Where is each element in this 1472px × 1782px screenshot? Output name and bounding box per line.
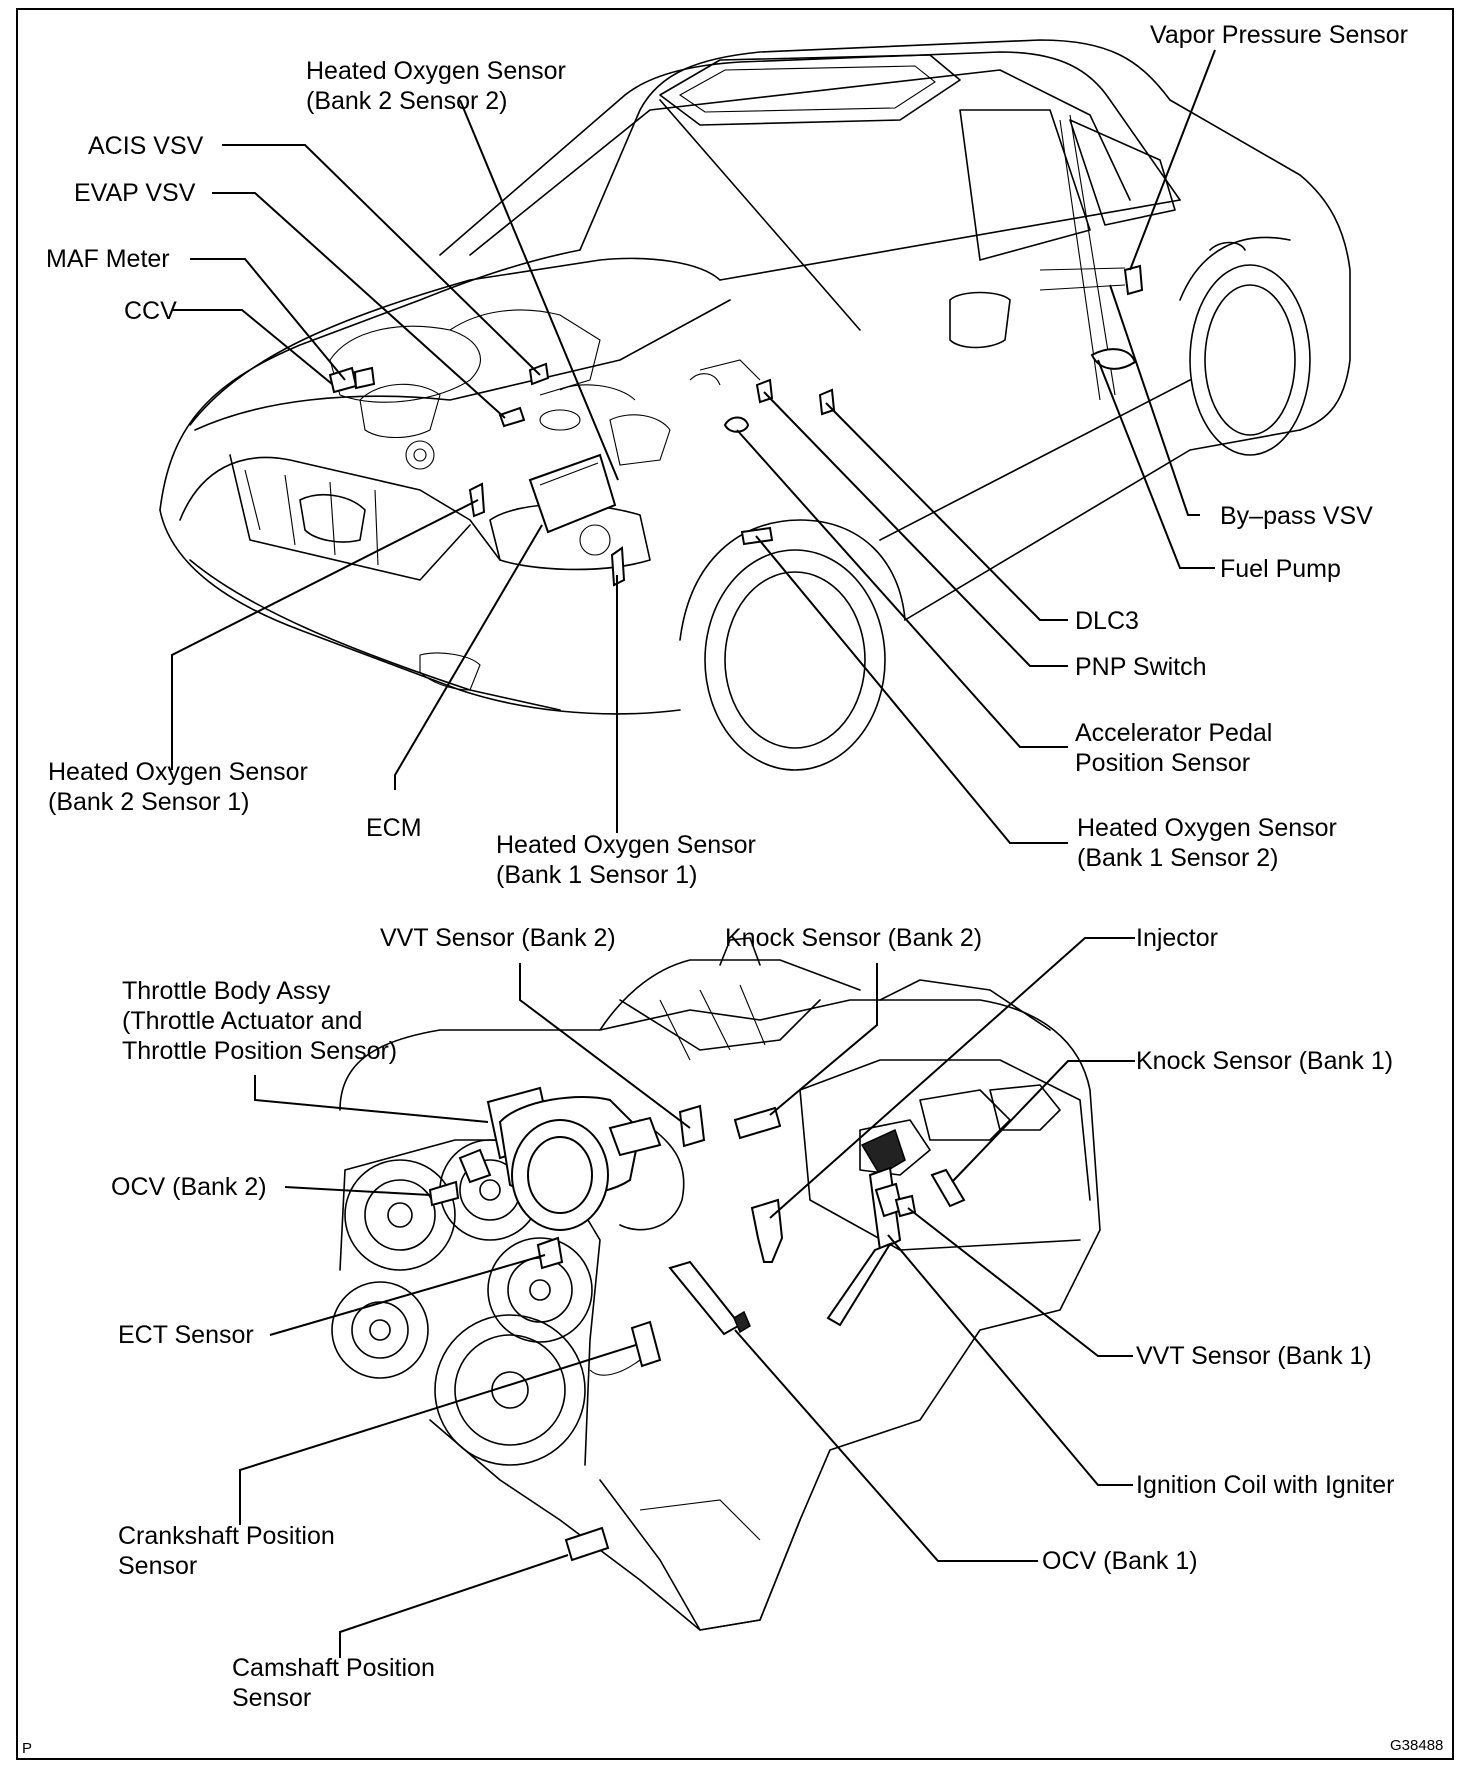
label-knock-sensor-bank2: Knock Sensor (Bank 2) xyxy=(725,924,983,952)
car-drawing xyxy=(159,39,1351,771)
label-vvt-sensor-bank2: VVT Sensor (Bank 2) xyxy=(380,924,616,952)
diagram-frame xyxy=(16,8,1454,1760)
label-acis-vsv: ACIS VSV xyxy=(88,132,204,160)
label-ccv: CCV xyxy=(124,297,177,325)
ecm-box xyxy=(528,453,617,534)
label-heated-oxygen-sensor-bank2-sensor1: Heated Oxygen Sensor (Bank 2 Sensor 1) xyxy=(48,758,308,816)
label-accelerator-pedal-position-sensor: Accelerator Pedal Position Sensor xyxy=(1075,719,1273,777)
label-heated-oxygen-sensor-bank1-sensor2: Heated Oxygen Sensor (Bank 1 Sensor 2) xyxy=(1077,814,1337,872)
figure-code: G38488 xyxy=(1390,1737,1444,1754)
label-heated-oxygen-sensor-bank1-sensor1: Heated Oxygen Sensor (Bank 1 Sensor 1) xyxy=(496,831,756,889)
label-ecm: ECM xyxy=(366,814,422,842)
label-camshaft-position-sensor: Camshaft Position Sensor xyxy=(232,1654,435,1712)
label-vapor-pressure-sensor: Vapor Pressure Sensor xyxy=(1150,21,1408,49)
label-knock-sensor-bank1: Knock Sensor (Bank 1) xyxy=(1136,1047,1394,1075)
label-pnp-switch: PNP Switch xyxy=(1075,653,1207,681)
label-evap-vsv: EVAP VSV xyxy=(74,179,196,207)
label-bypass-vsv: By–pass VSV xyxy=(1220,502,1373,530)
label-dlc3: DLC3 xyxy=(1075,607,1139,635)
label-ocv-bank2: OCV (Bank 2) xyxy=(111,1173,267,1201)
engine-drawing xyxy=(331,937,1101,1631)
label-heated-oxygen-sensor-bank2-sensor2: Heated Oxygen Sensor (Bank 2 Sensor 2) xyxy=(306,57,566,115)
label-fuel-pump: Fuel Pump xyxy=(1220,555,1341,583)
leader-lines xyxy=(171,49,1216,1658)
label-ect-sensor: ECT Sensor xyxy=(118,1321,254,1349)
label-throttle-body-assy: Throttle Body Assy (Throttle Actuator an… xyxy=(122,977,398,1065)
label-ignition-coil-with-igniter: Ignition Coil with Igniter xyxy=(1136,1471,1395,1499)
label-crankshaft-position-sensor: Crankshaft Position Sensor xyxy=(118,1522,335,1580)
label-injector: Injector xyxy=(1136,924,1218,952)
label-ocv-bank1: OCV (Bank 1) xyxy=(1042,1547,1198,1575)
label-maf-meter: MAF Meter xyxy=(46,245,170,273)
corner-mark-p: P xyxy=(22,1740,33,1757)
label-vvt-sensor-bank1: VVT Sensor (Bank 1) xyxy=(1136,1342,1372,1370)
